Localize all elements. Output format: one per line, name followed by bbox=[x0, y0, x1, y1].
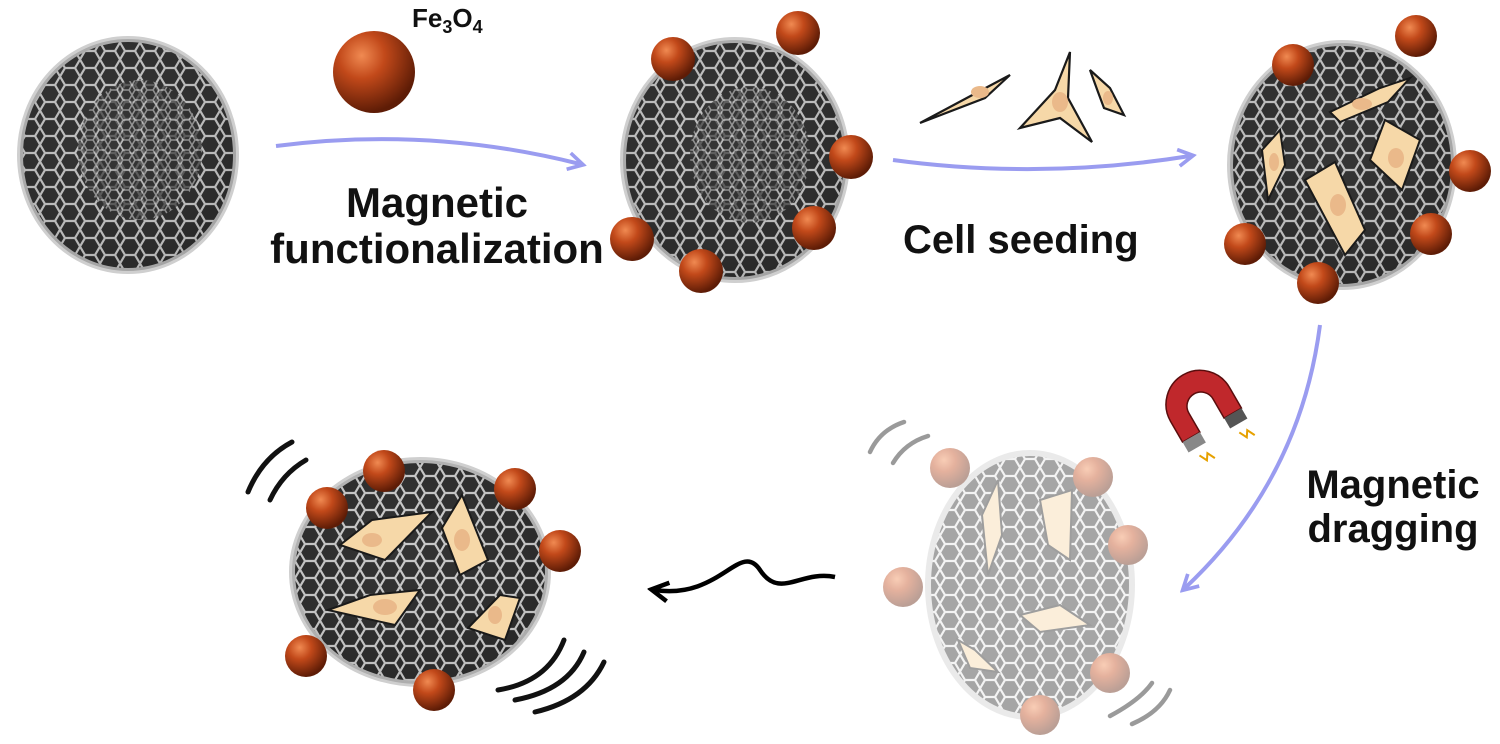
seeding-cells bbox=[919, 51, 1127, 143]
magnetic-functionalization-label: Magnetic functionalization bbox=[270, 179, 604, 273]
functionalized-scaffold bbox=[610, 11, 873, 293]
fe3o4-particle bbox=[333, 31, 415, 113]
arrow-cell-seeding bbox=[892, 156, 1190, 172]
seeded-scaffold bbox=[1224, 15, 1491, 304]
magnetic-dragging-label: Magnetic dragging bbox=[1306, 463, 1480, 551]
faded-scaffold bbox=[883, 448, 1148, 735]
fe3o4-label: Fe3O4 bbox=[412, 3, 483, 38]
bare-scaffold bbox=[17, 36, 239, 274]
moving-scaffold bbox=[285, 450, 581, 711]
arrow-functionalization bbox=[275, 137, 580, 164]
arrow-magnetic-dragging bbox=[1185, 324, 1322, 588]
magnet-icon bbox=[1165, 369, 1256, 463]
cell-seeding-label: Cell seeding bbox=[903, 218, 1139, 262]
faded-motion-lines bbox=[867, 419, 1173, 727]
motion-lines bbox=[245, 439, 607, 715]
arrow-wavy bbox=[655, 559, 836, 592]
